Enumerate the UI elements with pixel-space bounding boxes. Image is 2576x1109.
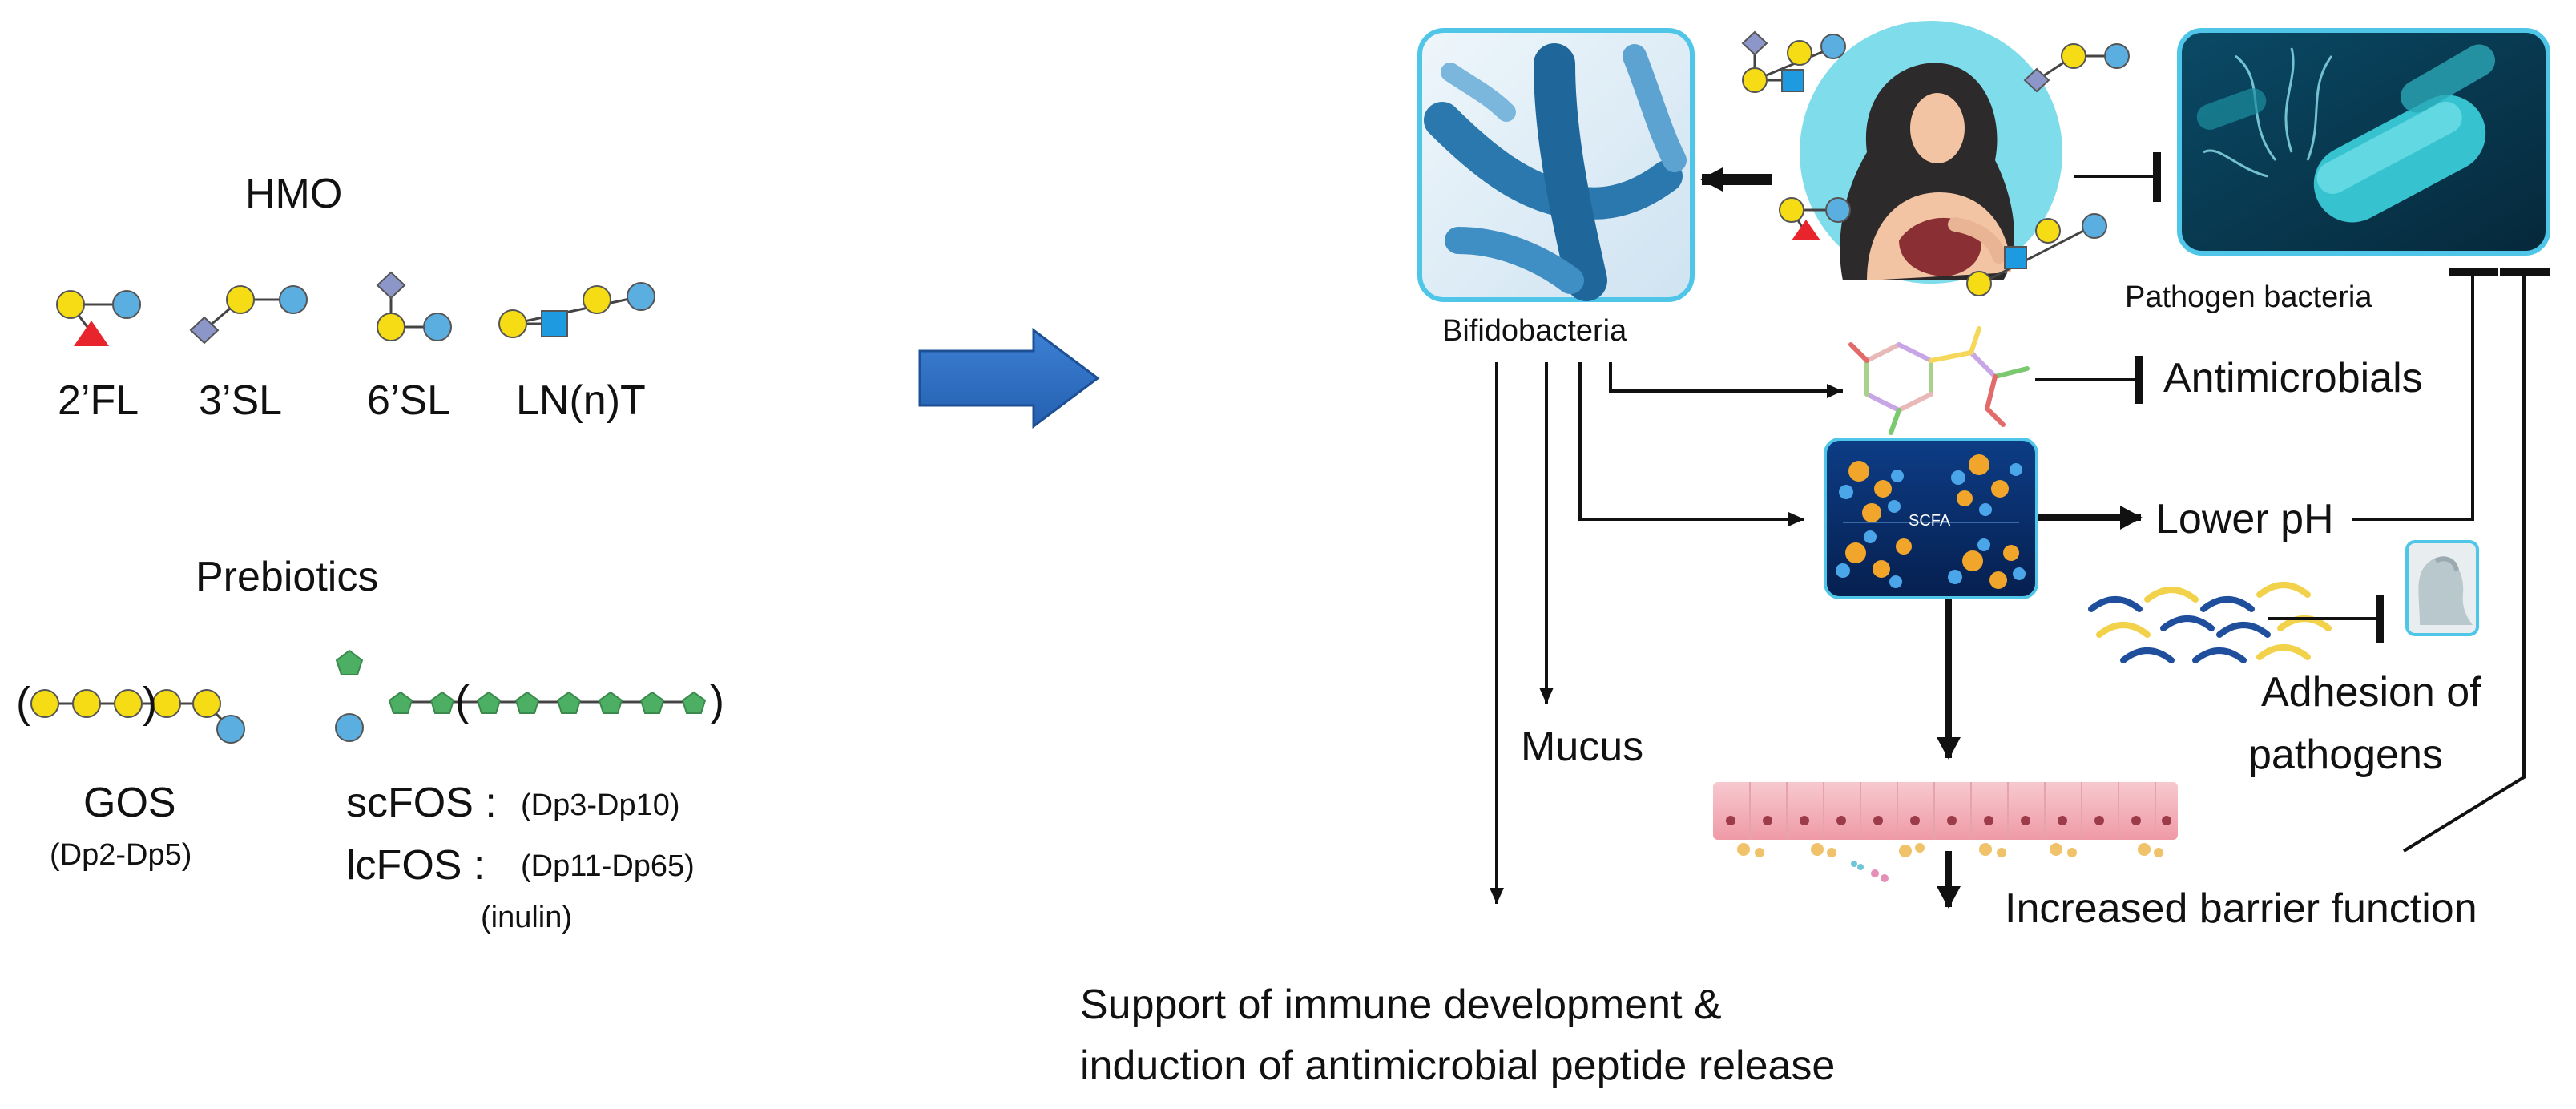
- gos-paren-open: (: [16, 679, 30, 727]
- inhibit-mother-to-pathogen: [2074, 152, 2161, 202]
- support-label-line1: Support of immune development &: [1080, 982, 1722, 1028]
- hmo-label-lnnt: LN(n)T: [516, 377, 646, 424]
- gos-glycan-chain: [30, 689, 245, 744]
- scfa-label: SCFA: [1909, 512, 1951, 530]
- hmo-2fl-glycan: [56, 290, 141, 346]
- mother-glycan-bottom-left: [1779, 197, 1851, 240]
- pathogen-adhesion-image: [2405, 540, 2479, 636]
- mother-glycan-top-left: [1741, 30, 1846, 93]
- hmo-title: HMO: [245, 171, 343, 217]
- lcfos-range: (Dp11-Dp65): [521, 849, 695, 883]
- big-blue-arrow: [918, 328, 1100, 429]
- inulin-label: (inulin): [481, 901, 573, 934]
- arrow-bifido-to-antimicrobial: [1609, 362, 1843, 398]
- antimicrobials-label: Antimicrobials: [2163, 355, 2423, 401]
- gos-paren-close: ): [143, 679, 157, 727]
- barrier-function-label: Increased barrier function: [2005, 885, 2477, 932]
- mother-glycan-top-right: [2023, 43, 2130, 93]
- pathogen-bacteria-label: Pathogen bacteria: [2125, 280, 2372, 314]
- hmo-label-2fl: 2’FL: [58, 377, 139, 424]
- support-label-line2: induction of antimicrobial peptide relea…: [1080, 1042, 1836, 1089]
- scfos-label: scFOS :: [346, 780, 497, 826]
- lower-ph-label: Lower pH: [2155, 496, 2334, 542]
- inhibit-antimicrobials: [2035, 356, 2143, 404]
- gos-label: GOS: [83, 780, 176, 826]
- antimicrobial-molecule-icon: [1848, 326, 2030, 435]
- inhibit-lower-ph-to-pathogen: [2352, 268, 2498, 521]
- hmo-lnnt-glycan: [498, 282, 655, 338]
- bifidobacteria-label: Bifidobacteria: [1442, 314, 1627, 348]
- hmo-label-6sl: 6’SL: [367, 377, 451, 424]
- fos-glycan-chain: [335, 649, 707, 742]
- mother-glycan-bottom-right: [1966, 213, 2107, 296]
- gos-range: (Dp2-Dp5): [50, 838, 192, 872]
- prebiotics-title: Prebiotics: [196, 554, 379, 600]
- scfa-image: [1824, 438, 2038, 599]
- fos-paren-close: ): [710, 677, 724, 725]
- adhesion-label-line2: pathogens: [2248, 732, 2443, 778]
- fos-paren-open: (: [455, 677, 470, 725]
- adhesion-label-line1: Adhesion of: [2261, 669, 2481, 716]
- mother-breastfeeding-illustration: [1800, 21, 2062, 284]
- lcfos-label: lcFOS :: [346, 842, 486, 889]
- pathogen-bacteria-image: [2177, 28, 2550, 256]
- hmo-6sl-glycan: [376, 271, 452, 341]
- hmo-label-3sl: 3’SL: [199, 377, 283, 424]
- inhibit-adhesion: [2268, 595, 2384, 643]
- scfos-range: (Dp3-Dp10): [521, 788, 680, 822]
- hmo-3sl-glycan: [189, 285, 308, 345]
- intestinal-epithelium-illustration: [1713, 782, 2178, 882]
- mucin-arcs-icon: [2088, 582, 2332, 663]
- mucus-label: Mucus: [1521, 724, 1644, 770]
- inhibit-barrier-to-pathogen: [2402, 268, 2550, 853]
- arrow-bifido-to-scfa: [1578, 362, 1804, 526]
- bifidobacteria-image: [1417, 28, 1695, 302]
